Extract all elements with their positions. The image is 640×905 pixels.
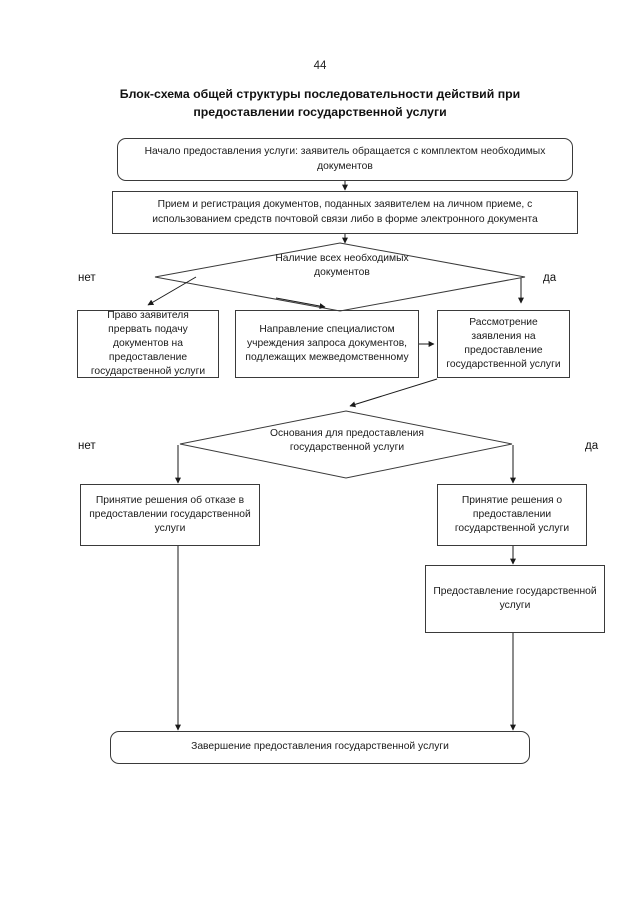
node-decision-refusal: Принятие решения об отказе в предоставле… [80,484,260,546]
node-registration-label: Прием и регистрация документов, поданных… [152,199,538,225]
decision-grounds-shape [179,410,513,479]
node-application-review: Рассмотрение заявления на предоставление… [437,310,570,378]
node-start: Начало предоставления услуги: заявитель … [117,138,573,181]
node-decision-refusal-label: Принятие решения об отказе в предоставле… [89,494,251,535]
node-decision-grounds-label: Основания для предоставления государстве… [270,428,424,454]
node-start-label: Начало предоставления услуги: заявитель … [144,146,546,172]
page-title: Блок-схема общей структуры последователь… [119,87,521,119]
node-completion: Завершение предоставления государственно… [110,731,530,764]
edge-decision1-interagency [275,297,326,309]
decision-documents-shape [154,242,526,312]
node-right-to-interrupt-label: Право заявителя прервать подачу документ… [90,309,206,378]
node-service-provision-label: Предоставление государственной услуги [433,585,597,611]
node-registration: Прием и регистрация документов, поданных… [112,191,578,234]
branch-label-no-1: нет [78,272,96,284]
node-service-provision: Предоставление государственной услуги [425,565,605,633]
node-right-to-interrupt: Право заявителя прервать подачу документ… [77,310,219,378]
edge-review-decision2 [349,378,438,408]
node-interagency-request: Направление специалистом учреждения запр… [235,310,419,378]
branch-label-yes-2: да [585,440,599,452]
node-decision-documents-label: Наличие всех необходимых документов [275,253,409,279]
page-number: 44 [313,60,327,72]
node-completion-label: Завершение предоставления государственно… [191,741,449,753]
node-decision-approval-label: Принятие решения о предоставлении госуда… [454,494,570,535]
node-interagency-request-label: Направление специалистом учреждения запр… [245,323,409,364]
edge-decision1-interrupt [147,276,197,306]
branch-label-no-2: нет [78,440,96,452]
node-application-review-label: Рассмотрение заявления на предоставление… [446,316,561,371]
branch-label-yes-1: да [543,272,557,284]
node-decision-approval: Принятие решения о предоставлении госуда… [437,484,587,546]
